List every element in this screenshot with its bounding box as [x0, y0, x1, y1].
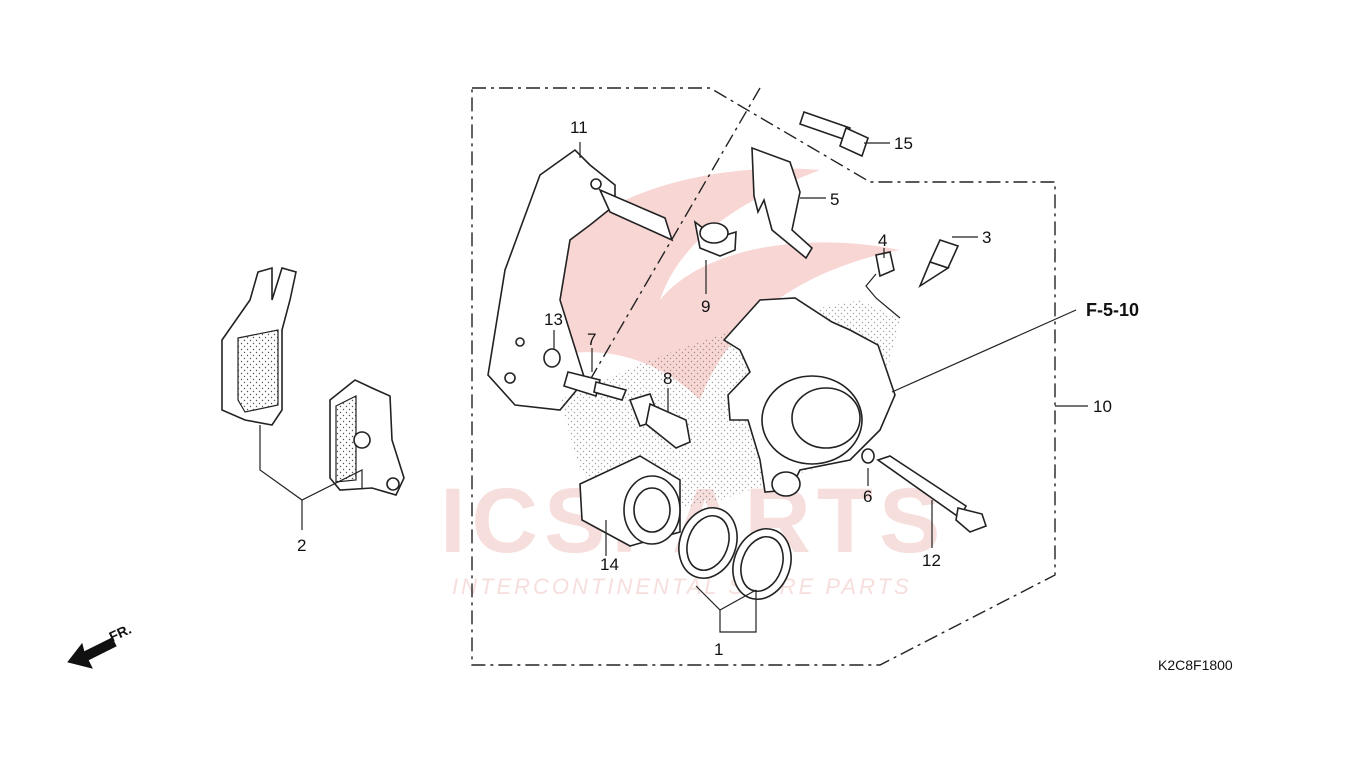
callout-1: 1 — [714, 640, 723, 659]
front-arrow-icon — [67, 637, 117, 669]
callout-9: 9 — [701, 297, 710, 316]
pin-bolt-8 — [628, 393, 691, 449]
callout-15: 15 — [894, 134, 913, 153]
front-label: FR. — [107, 621, 134, 645]
bolt-15 — [798, 110, 869, 158]
diagram-code: K2C8F1800 — [1158, 657, 1233, 673]
callout-12: 12 — [922, 551, 941, 570]
piston — [579, 455, 681, 547]
callout-5: 5 — [830, 190, 839, 209]
slide-pin-7 — [563, 371, 628, 401]
pin-boot — [693, 220, 737, 257]
brake-pad-inner — [329, 379, 405, 496]
callout-10: 10 — [1093, 397, 1112, 416]
callout-3: 3 — [982, 228, 991, 247]
callout-14: 14 — [600, 555, 619, 574]
watermark-wing-icon — [520, 168, 900, 400]
washer-13 — [543, 348, 561, 368]
callout-7: 7 — [587, 330, 596, 349]
callout-6: 6 — [863, 487, 872, 506]
callout-4: 4 — [878, 231, 887, 250]
callout-labels: 1 2 3 4 5 6 7 8 9 10 11 12 13 14 15 — [297, 118, 1112, 659]
brake-pad-outer — [221, 266, 297, 426]
assembly-outline — [471, 87, 1056, 666]
bleeder-cap — [865, 251, 901, 319]
callout-2: 2 — [297, 536, 306, 555]
leader-lines — [259, 142, 1088, 633]
washer-6 — [861, 448, 875, 464]
bleeder-valve — [918, 239, 960, 289]
reference-label: F-5-10 — [1086, 300, 1139, 320]
slide-pin-12 — [876, 455, 988, 533]
callout-11: 11 — [570, 118, 588, 137]
callout-8: 8 — [663, 369, 672, 388]
callout-13: 13 — [544, 310, 563, 329]
piston-seals — [678, 507, 792, 600]
pad-spring — [751, 146, 814, 260]
watermark-tagline: INTERCONTINENTAL SPARE PARTS — [452, 574, 912, 599]
front-direction-indicator: FR. — [67, 621, 134, 669]
